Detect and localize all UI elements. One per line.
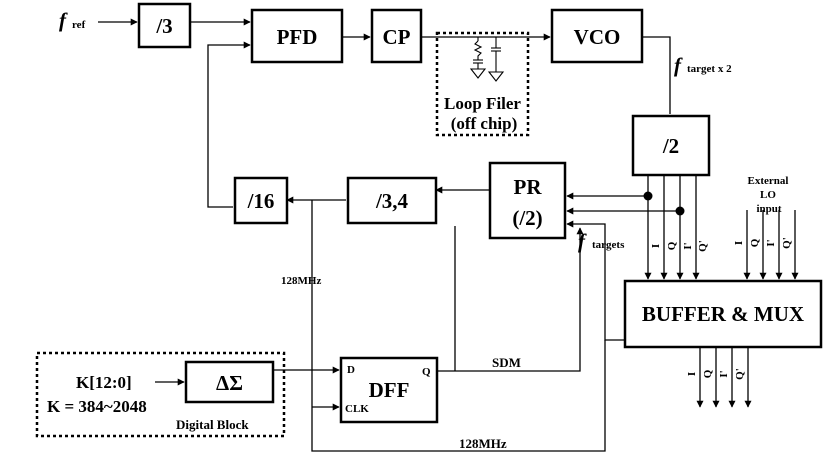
cp-label: CP [383, 25, 411, 49]
fref-label: f ref [59, 8, 86, 32]
svg-text:I': I' [765, 239, 777, 246]
svg-text:LO: LO [760, 189, 776, 201]
svg-text:ref: ref [72, 19, 86, 31]
delta-sigma-label: ΔΣ [216, 371, 243, 395]
junction-dot-2 [675, 206, 685, 216]
wire-128mhz-loop [311, 200, 606, 452]
pr-label: PR [514, 175, 543, 199]
buffer-mux-block: BUFFER & MUX [623, 279, 823, 349]
dff-d-pin: D [347, 364, 355, 376]
iq-external-input-labels: I Q I' Q' [733, 237, 793, 249]
wire-sdm-pr [437, 227, 584, 372]
dff-q-pin: Q [422, 366, 431, 378]
div34-label: /3,4 [375, 189, 409, 213]
svg-text:I': I' [718, 370, 730, 377]
vco-label: VCO [574, 25, 621, 49]
svg-text:Q: Q [702, 369, 714, 378]
div2-block: /2 [631, 114, 711, 177]
div2-label: /2 [662, 134, 679, 158]
loop-filter-note: (off chip) [451, 114, 518, 133]
div3-label: /3 [155, 14, 172, 38]
iq-output-labels: I Q I' Q' [686, 368, 746, 380]
digital-block: ΔΣ K[12:0] K = 384~2048 Digital Block [35, 351, 286, 438]
pfd-label: PFD [277, 25, 318, 49]
wires [98, 18, 799, 452]
clock-128mhz-label: 128MHz [281, 275, 321, 287]
ftargets-label: f targets [578, 229, 625, 253]
svg-text:Q': Q' [734, 368, 746, 380]
svg-text:I: I [733, 241, 745, 245]
dff-block: DFF D Q CLK [339, 356, 439, 424]
svg-text:I: I [650, 244, 662, 248]
loop-filter: Loop Filer (off chip) [435, 31, 530, 137]
svg-text:External: External [748, 175, 789, 187]
ftarget-x2-label: f target x 2 [674, 53, 732, 77]
digital-block-border [35, 351, 286, 438]
div16-block: /16 [233, 176, 289, 225]
svg-text:Q: Q [749, 238, 761, 247]
pfd-block: PFD [250, 8, 344, 64]
svg-text:Q': Q' [781, 237, 793, 249]
wire-div16-pfd [207, 41, 251, 208]
svg-text:I: I [686, 372, 698, 376]
div16-label: /16 [247, 189, 275, 213]
div34-block: /3,4 [346, 176, 438, 225]
svg-text:f: f [674, 53, 683, 77]
k-range-label: K = 384~2048 [47, 397, 147, 416]
loop-filter-label: Loop Filer [444, 94, 521, 113]
svg-text:f: f [59, 8, 68, 32]
svg-text:Q': Q' [697, 240, 709, 252]
iq-buffer-input-labels: I Q I' Q' [650, 240, 709, 252]
dff-clk-pin: CLK [345, 403, 369, 415]
svg-text:Q: Q [666, 241, 678, 250]
cp-block: CP [370, 8, 423, 64]
svg-text:I': I' [682, 242, 694, 249]
pr-ratio-label: (/2) [512, 206, 542, 230]
external-lo-label: External LO input [748, 175, 789, 215]
digital-block-label: Digital Block [176, 417, 249, 432]
buffer-mux-label: BUFFER & MUX [642, 302, 804, 326]
wire-vco-div2 [642, 36, 671, 114]
svg-text:f: f [578, 229, 587, 253]
div3-block: /3 [137, 2, 192, 49]
sdm-label: SDM [492, 355, 521, 370]
junction-dot-1 [643, 191, 653, 201]
wire-buffer-pr [566, 220, 625, 341]
k-bits-label: K[12:0] [76, 373, 132, 392]
clock-128mhz-loop-label: 128MHz [459, 436, 507, 451]
svg-text:targets: targets [592, 239, 625, 251]
vco-block: VCO [550, 8, 644, 64]
svg-text:input: input [756, 203, 781, 215]
svg-text:target x 2: target x 2 [687, 63, 732, 75]
dff-label: DFF [369, 378, 410, 402]
loop-filter-rc-network-icon [469, 37, 505, 82]
delta-sigma-block [184, 360, 275, 404]
pr-block: PR (/2) [488, 161, 567, 240]
